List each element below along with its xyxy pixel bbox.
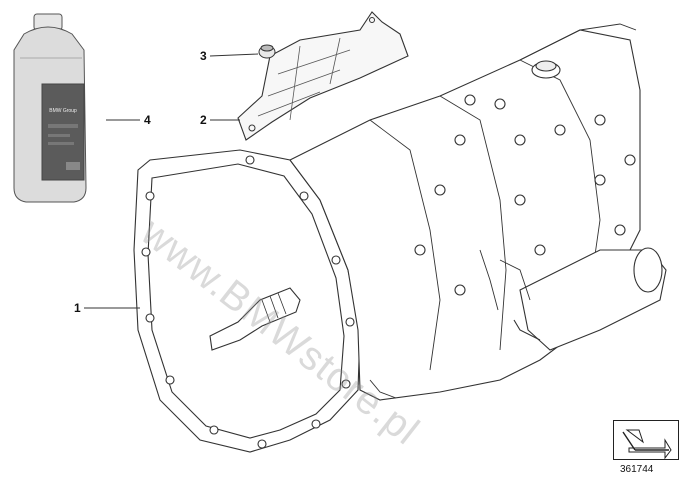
callout-label-4: 4 [144, 113, 151, 127]
diagram-reference-number: 361744 [620, 464, 654, 475]
bottle-brand-text: BMW Group [49, 108, 77, 114]
callout-2: 2 [200, 113, 240, 127]
callout-4: 4 [106, 113, 151, 127]
next-page-arrow-icon[interactable] [613, 420, 679, 460]
cover-plate-illustration[interactable] [237, 11, 409, 141]
callout-label-3: 3 [200, 49, 207, 63]
callout-label-1: 1 [74, 301, 81, 315]
gearbox-illustration[interactable] [133, 23, 667, 453]
callout-1: 1 [74, 301, 140, 315]
callout-3: 3 [200, 49, 259, 63]
oil-bottle-illustration[interactable]: BMW Group [13, 13, 87, 203]
callout-label-2: 2 [200, 113, 207, 127]
grommet-illustration[interactable] [258, 44, 276, 59]
